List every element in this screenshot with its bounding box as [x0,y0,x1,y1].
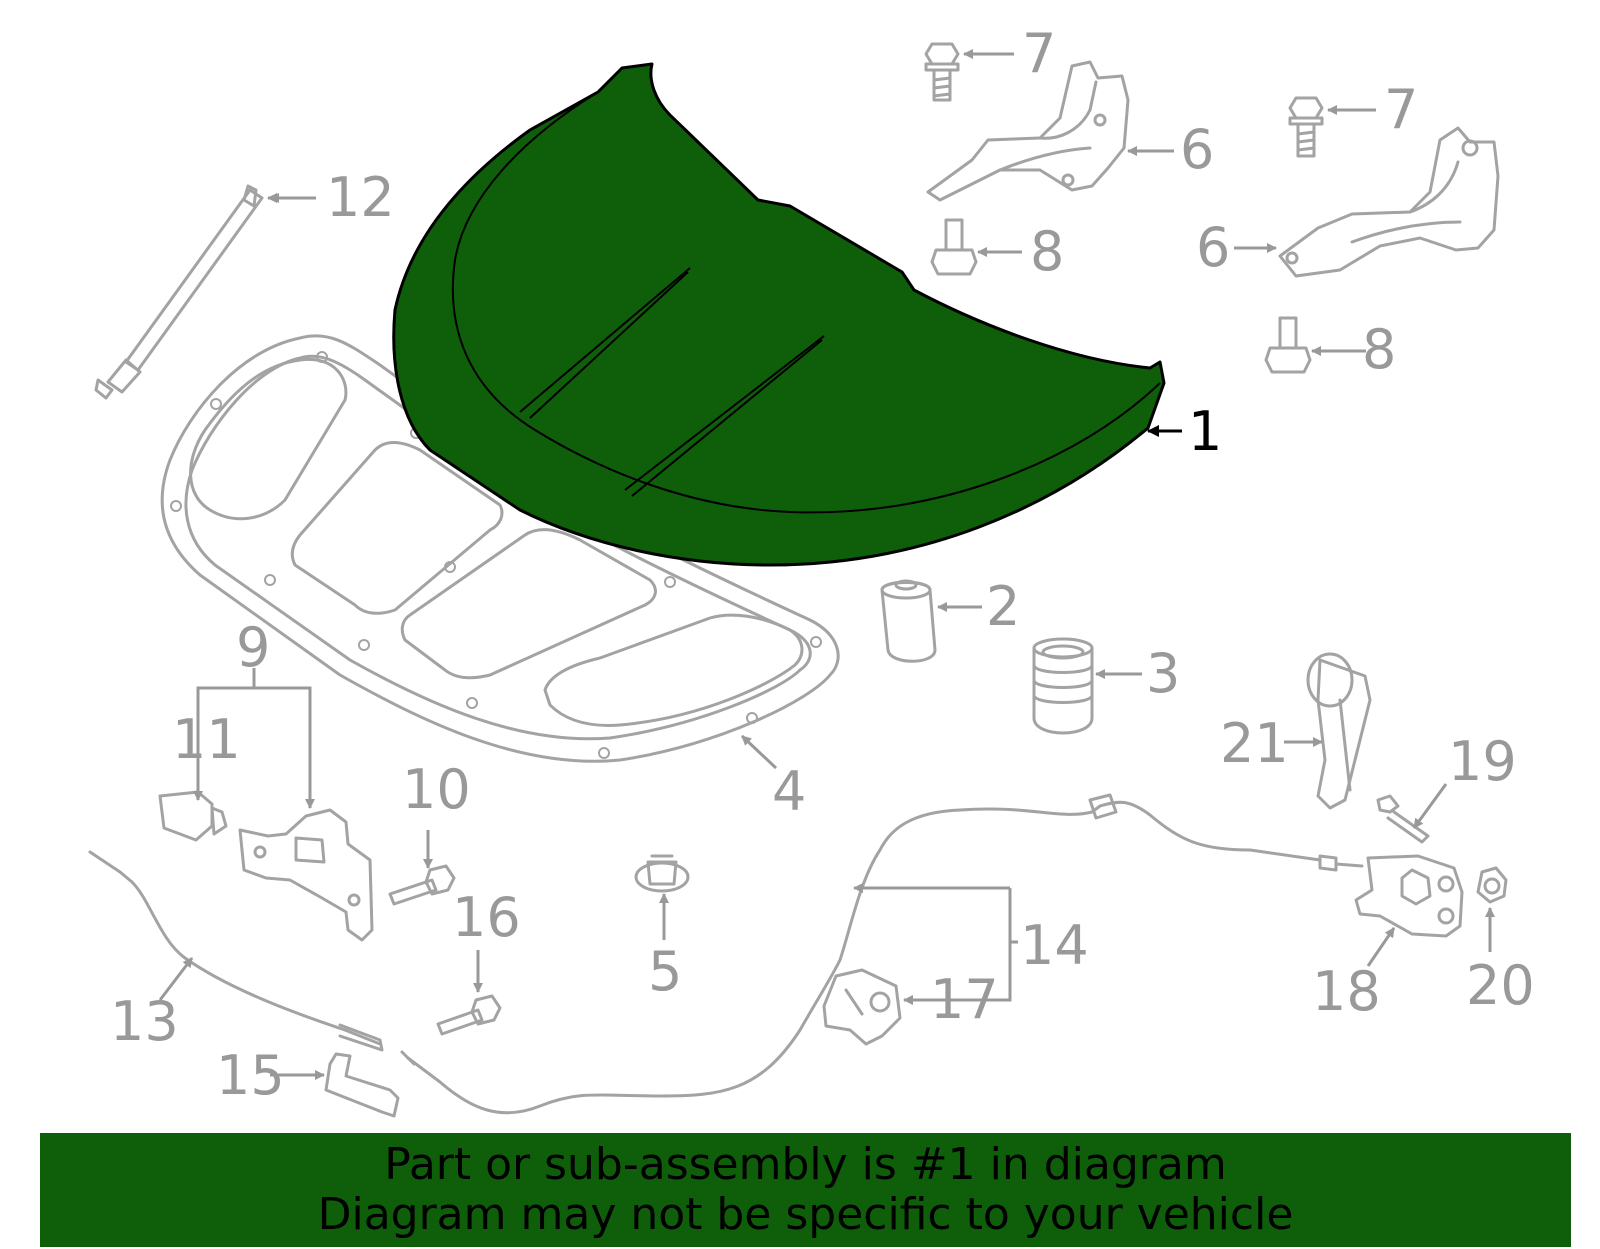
callout-19: 19 [1448,730,1517,793]
callout-2: 2 [986,575,1020,638]
part-6-hood-hinge-right[interactable] [1278,126,1500,278]
callout-15: 15 [216,1044,285,1107]
part-6-hood-hinge-left[interactable] [926,60,1130,202]
callout-21: 21 [1220,712,1289,775]
part-16-bolt[interactable] [436,994,502,1036]
callout-14: 14 [1020,914,1089,977]
callout-16: 16 [452,886,521,949]
callout-6-upper: 6 [1180,118,1214,181]
part-11-switch[interactable] [158,790,228,842]
part-18-hood-latch[interactable] [1354,854,1464,938]
leader-lines [158,49,1495,1080]
part-7-hinge-bolt-right[interactable] [1288,96,1324,158]
part-8-bolt-left[interactable] [930,218,978,276]
disclaimer-banner: Part or sub-assembly is #1 in diagram Di… [40,1133,1571,1247]
callout-8-lower: 8 [1362,318,1396,381]
callout-3: 3 [1146,642,1180,705]
banner-line-2: Diagram may not be specific to your vehi… [317,1189,1294,1240]
callout-9: 9 [236,616,270,679]
part-8-bolt-right[interactable] [1264,316,1312,374]
callout-13: 13 [110,990,179,1053]
banner-line-1: Part or sub-assembly is #1 in diagram [384,1139,1227,1190]
callout-20: 20 [1466,954,1535,1017]
callout-4: 4 [772,760,806,823]
callout-labels: 1 2 3 4 5 6 6 7 7 8 8 9 10 11 12 13 14 1… [110,22,1535,1107]
callout-11: 11 [172,708,241,771]
part-1-hood-panel[interactable] [392,62,1166,567]
part-20-nut[interactable] [1476,866,1508,904]
callout-5: 5 [648,940,682,1003]
callout-12: 12 [326,166,395,229]
part-10-bolt[interactable] [388,864,456,906]
callout-8-upper: 8 [1030,220,1064,283]
part-12-hood-support-strut[interactable] [94,184,264,400]
callout-10: 10 [402,758,471,821]
part-15-release-handle[interactable] [324,1052,400,1118]
part-14-release-cable[interactable] [400,793,1364,1115]
callout-1: 1 [1188,400,1222,463]
part-5-clip[interactable] [634,854,690,893]
part-7-hinge-bolt-left[interactable] [924,42,960,102]
part-13-secondary-cable[interactable] [88,850,384,1052]
callout-17: 17 [930,968,999,1031]
callout-6-lower: 6 [1196,216,1230,279]
part-2-bumper-stop[interactable] [880,579,937,663]
part-19-screw[interactable] [1376,794,1430,844]
callout-18: 18 [1312,960,1381,1023]
part-21-prop-rod-holder[interactable] [1306,652,1372,810]
part-17-cable-retainer[interactable] [822,968,902,1046]
part-3-adjustable-bumper[interactable] [1032,637,1094,735]
part-9-latch-assembly[interactable] [238,808,374,942]
callout-7-lower: 7 [1384,78,1418,141]
callout-7-upper: 7 [1022,22,1056,85]
